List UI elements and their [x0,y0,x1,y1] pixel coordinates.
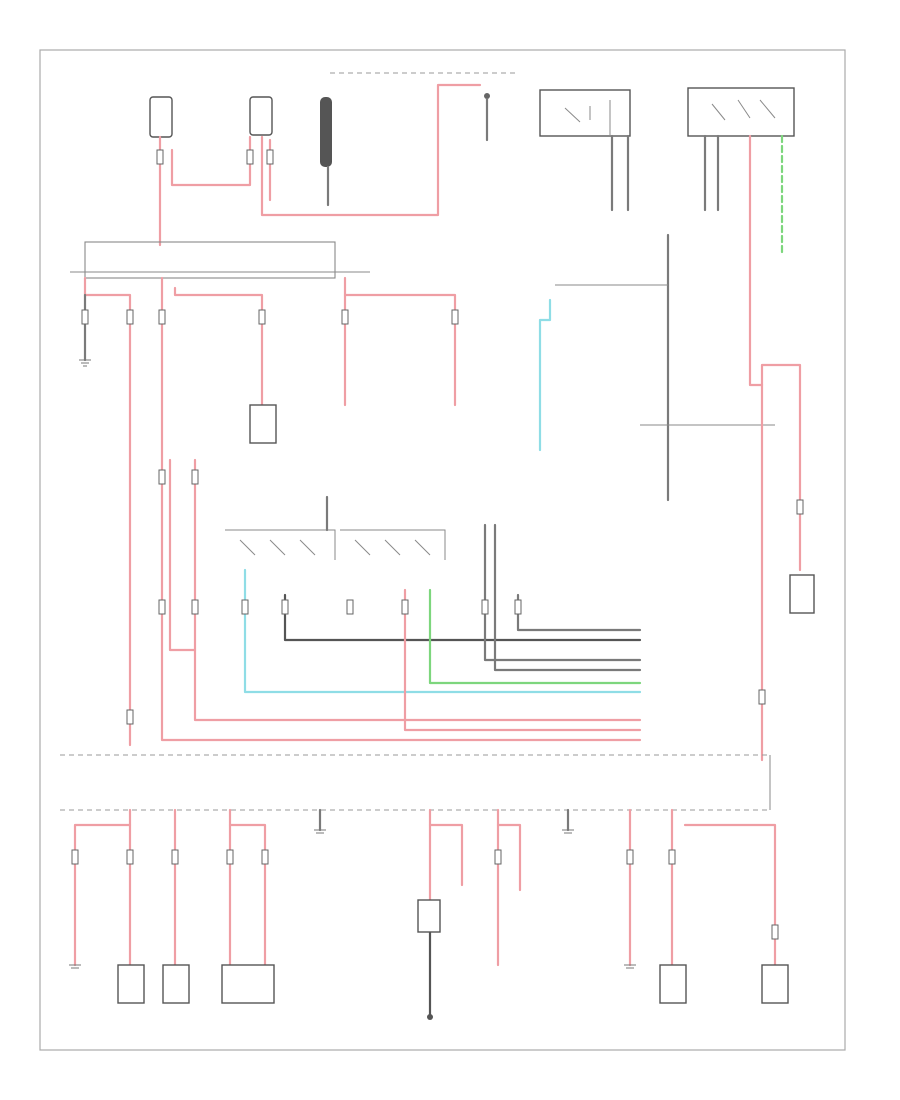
wire-top-link [170,135,252,187]
fuse-block-top-mid-branch [173,286,264,407]
wire-switch-gray-right [516,593,642,632]
wire-switch-gray-bundle [483,523,642,672]
center-switch-wiring [610,134,802,572]
wire-switch-green [428,588,642,685]
bottom-module-1 [117,964,145,1004]
wire-top-second [260,83,482,217]
right-switch-contacts [711,99,776,121]
bottom-relay [417,899,441,933]
right-side [555,233,815,762]
ground-bottom-right [562,829,574,834]
connector-markers [71,149,804,940]
ground-left [79,359,91,367]
center-switch-box [539,89,631,137]
bottom-red-wiring [73,808,777,1017]
fuse-block-top-left-red [83,276,132,747]
wire-right-switch-red [748,134,764,387]
coil-element [320,97,332,167]
top-components [149,87,795,167]
bottom-module-3 [221,964,275,1004]
wire-switch-red-long [403,588,642,732]
wire-bottom-8 [496,808,522,892]
wire-right-horizontal [555,284,775,426]
ground-symbols [69,359,636,1020]
bottom-components [117,899,789,1004]
bottom-module-4 [659,964,687,1004]
switch-bank-right [340,529,446,560]
ground-bottom-left [69,964,81,969]
wire-bottom-4 [228,808,267,967]
bottom-module-5 [761,964,789,1004]
bottom-module-2 [162,964,190,1004]
ground-bottom-mid [314,829,326,834]
wire-switch-bottom-gray [283,593,642,642]
left-middle-module [249,404,277,444]
wire-bottom-6 [428,808,464,887]
center-switch-contact [564,100,611,136]
fuse-block-top-right-red [343,276,457,407]
fuse-block-top-box [84,241,336,279]
left-top-module [149,96,173,138]
second-top-module [249,96,273,136]
diagram-frame [39,49,846,1051]
fuse-block-bottom [60,754,771,811]
top-ground-node [484,93,490,99]
wire-right-riser [760,363,802,572]
ground-bottom-630 [624,964,636,969]
fuse-block-top-mid-red [160,276,642,742]
right-switch-box [687,87,795,137]
wire-bottom-12 [683,823,777,967]
wire-cyan-short [538,298,552,452]
wire-bottom-1 [73,808,132,967]
switch-bank-left [225,529,336,560]
right-module [789,574,815,614]
ground-center-bottom [427,1014,433,1020]
